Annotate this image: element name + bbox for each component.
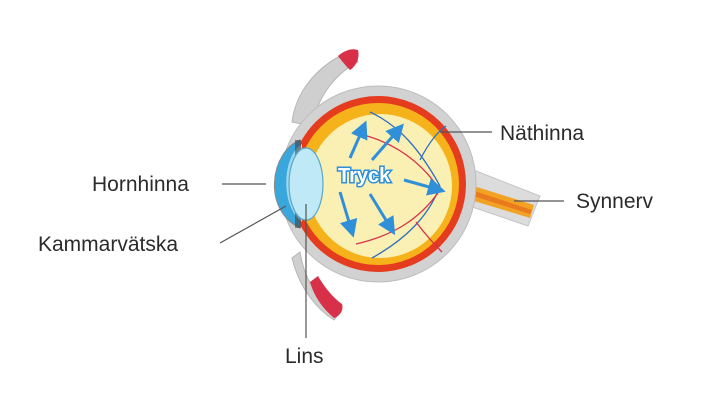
- pressure-arrows: [338, 120, 446, 238]
- label-kammarvatska: Kammarvätska: [38, 233, 178, 256]
- label-nathinna: Näthinna: [500, 122, 584, 145]
- arrow-right: [403, 178, 446, 196]
- blood-vessels: [355, 111, 447, 259]
- arrow-down-right: [368, 193, 396, 236]
- arrow-down-left: [338, 191, 358, 238]
- leader-kammarvatska: [219, 205, 287, 244]
- label-hornhinna: Hornhinna: [92, 173, 189, 196]
- arrow-up-right: [370, 123, 404, 161]
- tryck-label: Tryck: [338, 165, 391, 187]
- lower-eye-muscle: [291, 251, 343, 321]
- upper-eye-muscle: [291, 49, 359, 127]
- leader-lines: [219, 131, 564, 338]
- label-synnerv: Synnerv: [576, 190, 654, 213]
- label-lins: Lins: [285, 345, 324, 368]
- arrow-up-left: [348, 120, 368, 159]
